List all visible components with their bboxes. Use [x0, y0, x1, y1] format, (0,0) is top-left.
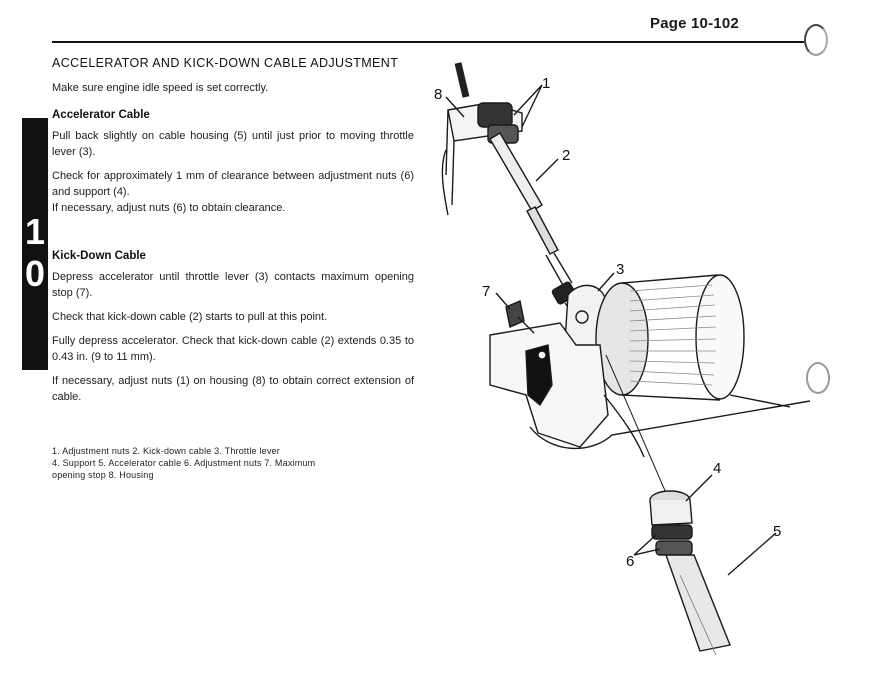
legend-line-1: 1. Adjustment nuts 2. Kick-down cable 3.… — [52, 446, 280, 456]
legend-line-2: 4. Support 5. Accelerator cable 6. Adjus… — [52, 458, 316, 468]
accelerator-step-2: Check for approximately 1 mm of clearanc… — [52, 170, 414, 198]
cable-adjustment-illustration: 8 1 2 3 7 4 5 6 — [430, 55, 830, 660]
chapter-digit-1: 1 — [24, 211, 46, 252]
accelerator-step-1: Pull back slightly on cable housing (5) … — [52, 130, 414, 158]
chapter-tab: 1 0 — [22, 118, 48, 370]
kickdown-cable-heading: Kick-Down Cable — [52, 250, 146, 262]
callout-5: 5 — [773, 523, 782, 540]
throttle-linkage-drawing — [441, 62, 811, 656]
procedure-text: ACCELERATOR AND KICK-DOWN CABLE ADJUSTME… — [52, 55, 414, 405]
kickdown-step-1: Depress accelerator until throttle lever… — [52, 271, 414, 299]
callout-2: 2 — [562, 147, 571, 164]
callout-6: 6 — [626, 553, 635, 570]
binder-hole-middle — [806, 362, 830, 394]
callout-4: 4 — [713, 460, 722, 477]
callout-7: 7 — [482, 283, 491, 300]
kickdown-step-2: Check that kick-down cable (2) starts to… — [52, 311, 328, 323]
legend-line-3: opening stop 8. Housing — [52, 470, 154, 480]
callout-8: 8 — [434, 86, 443, 103]
accelerator-cable-heading: Accelerator Cable — [52, 109, 150, 121]
header-rule — [52, 41, 804, 43]
kickdown-step-3: Fully depress accelerator. Check that ki… — [52, 335, 414, 363]
accelerator-step-3: If necessary, adjust nuts (6) to obtain … — [52, 202, 286, 214]
binder-hole-top — [804, 24, 828, 56]
intro-text: Make sure engine idle speed is set corre… — [52, 82, 269, 94]
figure-legend: 1. Adjustment nuts 2. Kick-down cable 3.… — [52, 445, 422, 481]
kickdown-step-4: If necessary, adjust nuts (1) on housing… — [52, 375, 414, 403]
page-number: Page 10-102 — [650, 15, 739, 32]
chapter-digit-2: 0 — [24, 253, 46, 294]
callout-1: 1 — [542, 75, 551, 92]
section-title: ACCELERATOR AND KICK-DOWN CABLE ADJUSTME… — [52, 56, 399, 70]
callout-3: 3 — [616, 261, 625, 278]
